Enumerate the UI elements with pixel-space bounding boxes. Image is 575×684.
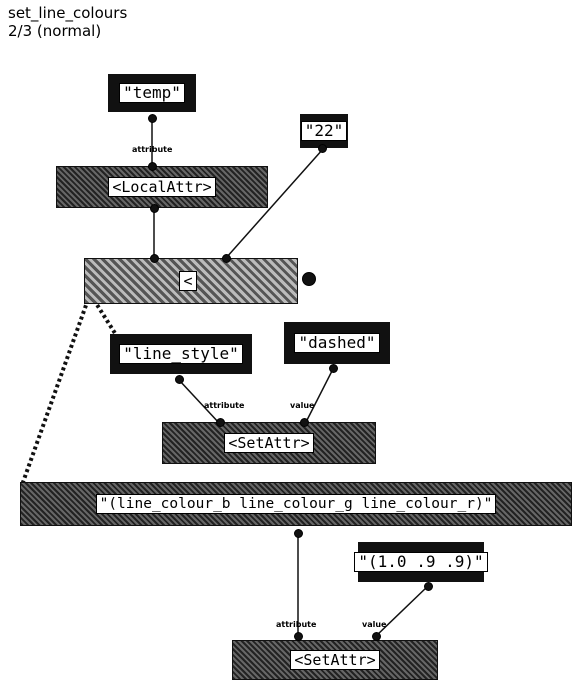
wire-22-to-less-right xyxy=(225,148,324,259)
input-port-value[interactable] xyxy=(372,632,381,641)
input-port-right[interactable] xyxy=(222,254,231,263)
control-output-port[interactable] xyxy=(302,272,316,286)
control-flow-dotted-wire-branch xyxy=(92,298,120,340)
output-port[interactable] xyxy=(318,144,327,153)
control-flow-dotted-wire xyxy=(20,293,92,486)
set-attr-node-1[interactable]: <SetAttr> xyxy=(162,422,376,464)
output-port[interactable] xyxy=(148,114,157,123)
port-label-value: value xyxy=(290,401,315,410)
local-attr-node[interactable]: <LocalAttr> xyxy=(56,166,268,208)
constant-label: "22" xyxy=(300,121,348,141)
set-attr-node-2[interactable]: <SetAttr> xyxy=(232,640,438,680)
node-label: < xyxy=(179,271,197,291)
constant-label: "temp" xyxy=(119,83,185,103)
constant-node-line-style[interactable]: "line_style" xyxy=(110,334,252,374)
input-port-attribute[interactable] xyxy=(294,632,303,641)
input-port-attribute[interactable] xyxy=(216,418,225,427)
wire-line-style-to-setattr-attribute xyxy=(178,379,221,425)
output-port[interactable] xyxy=(424,582,433,591)
constant-node-dashed[interactable]: "dashed" xyxy=(284,322,390,364)
wire-colour-value-to-setattr-value xyxy=(375,585,429,637)
output-port[interactable] xyxy=(329,364,338,373)
constant-label: "line_style" xyxy=(119,344,243,364)
diagram-title: set_line_colours xyxy=(8,4,128,22)
constant-label: "dashed" xyxy=(294,333,380,353)
port-label-attribute: attribute xyxy=(132,145,173,154)
input-port-left[interactable] xyxy=(150,254,159,263)
port-label-attribute: attribute xyxy=(204,401,245,410)
node-label: <SetAttr> xyxy=(224,433,314,453)
constant-label: "(1.0 .9 .9)" xyxy=(354,552,488,572)
colour-list-node[interactable]: "(line_colour_b line_colour_g line_colou… xyxy=(20,482,572,526)
node-label: <SetAttr> xyxy=(290,650,380,670)
less-than-node[interactable]: < xyxy=(84,258,298,304)
constant-node-colour-value[interactable]: "(1.0 .9 .9)" xyxy=(354,542,488,582)
port-label-attribute: attribute xyxy=(276,620,317,629)
constant-node-22[interactable]: "22" xyxy=(300,114,348,148)
port-label-value: value xyxy=(362,620,387,629)
output-port[interactable] xyxy=(294,529,303,538)
node-label: "(line_colour_b line_colour_g line_colou… xyxy=(95,494,497,514)
output-port[interactable] xyxy=(175,375,184,384)
output-port[interactable] xyxy=(150,204,159,213)
input-port-attribute[interactable] xyxy=(148,162,157,171)
node-label: <LocalAttr> xyxy=(108,177,216,197)
diagram-subtitle: 2/3 (normal) xyxy=(8,22,102,40)
wire-dashed-to-setattr-value xyxy=(304,368,334,425)
input-port-value[interactable] xyxy=(300,418,309,427)
constant-node-temp[interactable]: "temp" xyxy=(108,74,196,112)
